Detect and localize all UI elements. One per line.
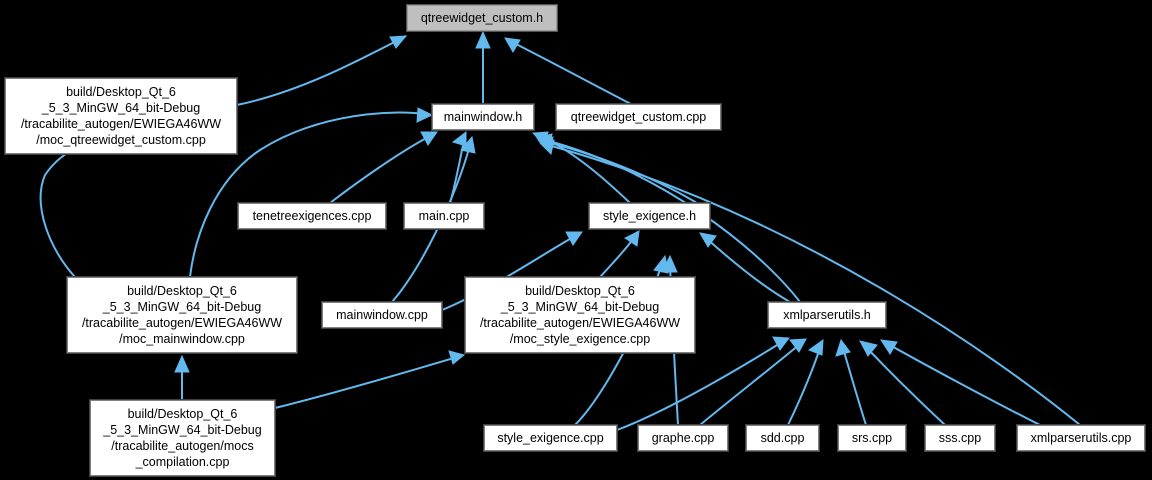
graph-edge (391, 144, 471, 303)
graph-node-label: build/Desktop_Qt_6 _5_3_MinGW_64_bit-Deb… (103, 407, 262, 469)
graph-node-sdd-cpp[interactable]: sdd.cpp (745, 424, 820, 452)
graph-node-sss-cpp[interactable]: sss.cpp (924, 424, 996, 452)
graph-node-tenetreexigences-cpp[interactable]: tenetreexigences.cpp (237, 202, 387, 230)
graph-node-label: qtreewidget_custom.h (420, 11, 544, 25)
graph-edge (441, 235, 576, 311)
graph-node-qtreewidget-custom-h[interactable]: qtreewidget_custom.h (406, 4, 558, 32)
graph-node-label: main.cpp (418, 209, 470, 223)
graph-node-label: build/Desktop_Qt_6 _5_3_MinGW_64_bit-Deb… (81, 284, 283, 346)
graph-edge (189, 111, 425, 278)
graph-edge (699, 343, 801, 426)
graph-node-moc-style-exigence-cpp[interactable]: build/Desktop_Qt_6 _5_3_MinGW_64_bit-Deb… (464, 276, 696, 354)
graph-edge-arrowhead (859, 340, 878, 357)
graph-node-label: xmlparserutils.cpp (1030, 431, 1132, 445)
graph-edge (616, 341, 783, 431)
graph-node-label: sdd.cpp (760, 431, 805, 445)
graph-node-label: mainwindow.cpp (336, 308, 428, 322)
graph-edge-arrowhead (565, 231, 583, 246)
graph-node-label: style_exigence.cpp (497, 431, 604, 445)
graph-node-label: style_exigence.h (602, 209, 697, 223)
graph-node-label: sss.cpp (938, 431, 982, 445)
graph-edge (236, 35, 407, 106)
graph-edge (39, 145, 79, 278)
graph-edge-arrowhead (504, 37, 521, 53)
graph-edge-arrowhead (624, 230, 640, 247)
graph-edge (599, 237, 635, 278)
graph-node-mainwindow-h[interactable]: mainwindow.h (431, 103, 535, 131)
graph-node-srs-cpp[interactable]: srs.cpp (837, 424, 907, 452)
graph-edge-arrowhead (807, 338, 824, 356)
graph-edge (274, 356, 458, 409)
graph-node-label: xmlparserutils.h (783, 308, 871, 322)
graph-node-label: qtreewidget_custom.cpp (570, 110, 707, 124)
graph-edge-arrowhead (699, 232, 717, 248)
graph-node-graphe-cpp[interactable]: graphe.cpp (637, 424, 729, 452)
graph-edge (705, 237, 791, 303)
graph-edge-arrowhead (661, 254, 678, 273)
graph-edge-arrowhead (420, 131, 438, 146)
graph-node-qtreewidget-custom-cpp[interactable]: qtreewidget_custom.cpp (555, 103, 722, 131)
graph-node-label: build/Desktop_Qt_6 _5_3_MinGW_64_bit-Deb… (479, 284, 681, 346)
graph-edge-arrowhead (538, 139, 555, 156)
graph-edge (511, 41, 632, 105)
graph-node-style-exigence-cpp[interactable]: style_exigence.cpp (483, 424, 618, 452)
graph-edge (547, 144, 1081, 426)
graph-node-mainwindow-cpp[interactable]: mainwindow.cpp (321, 301, 443, 329)
graph-edge (787, 347, 821, 426)
graph-node-label: tenetreexigences.cpp (252, 209, 372, 223)
graph-edge (887, 343, 1041, 426)
graph-node-label: graphe.cpp (651, 431, 715, 445)
graph-edge-arrowhead (416, 107, 434, 123)
graph-edge-arrowhead (451, 130, 467, 147)
graph-edge-arrowhead (475, 30, 491, 49)
graph-node-moc-compilation-cpp[interactable]: build/Desktop_Qt_6 _5_3_MinGW_64_bit-Deb… (89, 399, 276, 477)
graph-node-label: build/Desktop_Qt_6 _5_3_MinGW_64_bit-Deb… (20, 85, 222, 147)
graph-edge-arrowhead (448, 350, 466, 365)
graph-edge (865, 346, 946, 426)
graph-edge (329, 135, 431, 204)
graph-edge-arrowhead (789, 338, 807, 353)
graph-node-xmlparserutils-cpp[interactable]: xmlparserutils.cpp (1016, 424, 1146, 452)
graph-edge-arrowhead (880, 339, 898, 355)
graph-edge-arrowhead (174, 354, 190, 373)
graph-edge-arrowhead (772, 336, 790, 351)
graph-edge-arrowhead (460, 135, 476, 154)
graph-node-moc-qtreewidget-custom-cpp[interactable]: build/Desktop_Qt_6 _5_3_MinGW_64_bit-Deb… (4, 77, 238, 155)
graph-node-style-exigence-h[interactable]: style_exigence.h (588, 202, 711, 230)
graph-edge (842, 347, 867, 426)
graph-edge-arrowhead (835, 338, 851, 357)
graph-node-label: mainwindow.h (443, 110, 523, 124)
graph-node-moc-mainwindow-cpp[interactable]: build/Desktop_Qt_6 _5_3_MinGW_64_bit-Deb… (66, 276, 298, 354)
graph-node-main-cpp[interactable]: main.cpp (403, 202, 485, 230)
graph-edge-arrowhead (389, 35, 408, 49)
graph-node-label: srs.cpp (851, 431, 893, 445)
graph-node-xmlparserutils-h[interactable]: xmlparserutils.h (767, 301, 887, 329)
